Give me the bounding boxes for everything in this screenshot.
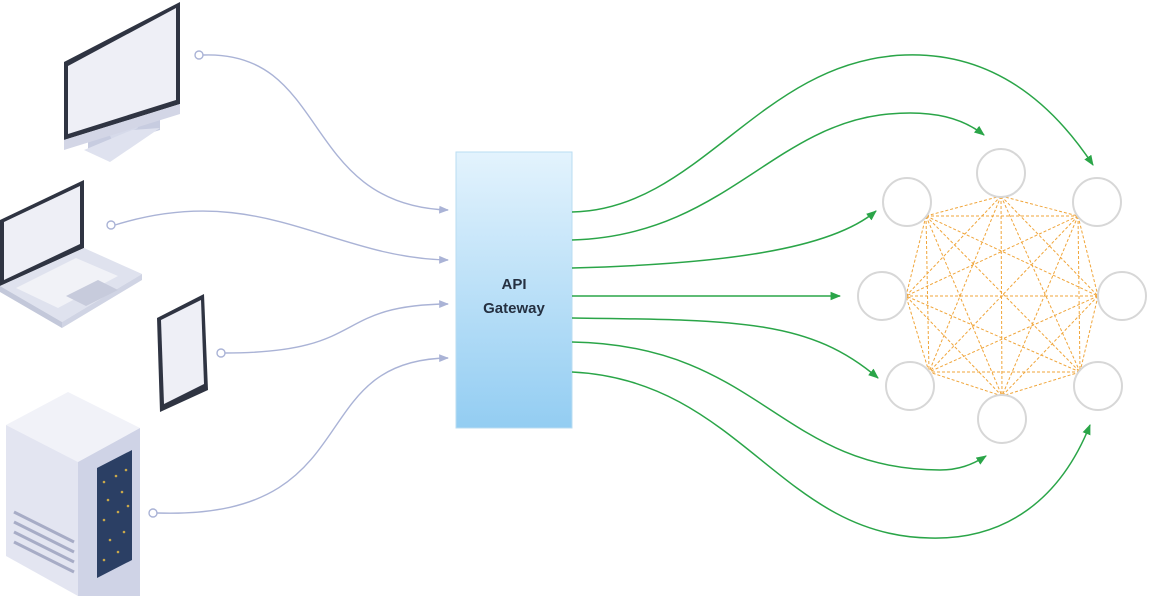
mesh-link: [905, 295, 1081, 373]
service-node-8: [857, 271, 907, 321]
mesh-link: [1001, 295, 1099, 397]
connector-server: [156, 354, 449, 514]
endpoint-server: [148, 508, 158, 518]
mesh-link: [905, 295, 930, 373]
mesh-link: [905, 295, 1003, 397]
gateway-label-line1: API: [501, 276, 526, 293]
service-mesh: [905, 195, 1099, 397]
mesh-link: [925, 215, 1003, 397]
service-node-6: [977, 394, 1027, 444]
service-connector-1: [571, 54, 1094, 213]
endpoint-monitor: [194, 50, 204, 60]
mesh-link: [1077, 215, 1081, 373]
mesh-link: [928, 195, 1002, 373]
client-connectors: [114, 54, 449, 514]
server-icon: [6, 392, 140, 596]
gateway-label-line2: Gateway: [483, 300, 545, 317]
service-node-1: [882, 177, 932, 227]
service-connector-2: [571, 112, 985, 241]
service-connector-7: [571, 371, 1091, 539]
connector-laptop: [114, 210, 449, 264]
tablet-icon: [157, 294, 208, 412]
mesh-link: [925, 215, 1099, 297]
mesh-link: [1077, 215, 1099, 297]
service-connector-3: [571, 210, 877, 269]
mesh-link: [905, 195, 1002, 297]
laptop-icon: [0, 180, 142, 328]
mesh-link: [1000, 195, 1099, 297]
mesh-link: [925, 215, 930, 373]
mesh-link: [1001, 215, 1079, 397]
mesh-link: [925, 195, 1002, 217]
mesh-link: [905, 215, 927, 297]
mesh-link: [1000, 195, 1081, 373]
api-gateway: API Gateway: [455, 151, 573, 429]
service-nodes: [857, 148, 1147, 444]
service-node-4: [1097, 271, 1147, 321]
service-connector-5: [571, 317, 879, 379]
mesh-link: [925, 215, 1081, 373]
mesh-link: [928, 215, 1079, 373]
mesh-link: [1079, 295, 1099, 373]
mesh-link: [1001, 371, 1081, 397]
mesh-link: [928, 371, 1003, 397]
connector-endpoints: [106, 50, 226, 518]
service-node-3: [1072, 177, 1122, 227]
monitor-icon: [64, 2, 180, 162]
service-node-2: [976, 148, 1026, 198]
endpoint-laptop: [106, 220, 116, 230]
endpoint-tablet: [216, 348, 226, 358]
mesh-link: [1000, 195, 1079, 217]
connector-tablet: [224, 300, 449, 354]
service-connector-6: [571, 341, 987, 471]
service-connectors: [571, 54, 1094, 539]
connector-monitor: [202, 54, 449, 214]
mesh-link: [928, 295, 1099, 373]
mesh-link: [905, 215, 1079, 297]
service-node-5: [1073, 361, 1123, 411]
service-node-7: [885, 361, 935, 411]
